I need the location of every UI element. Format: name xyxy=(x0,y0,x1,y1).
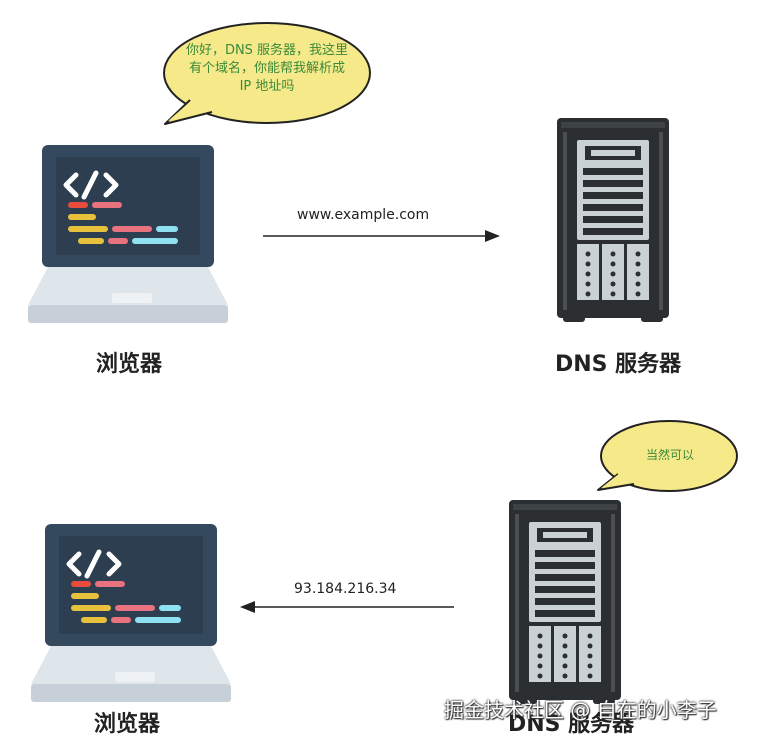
bottom-dns-server-icon xyxy=(509,500,621,704)
top-bubble-line1: 你好，DNS 服务器，我这里 xyxy=(185,43,349,58)
top-dns-server-icon xyxy=(557,118,669,322)
top-browser-label: 浏览器 xyxy=(96,352,163,377)
bottom-browser-label: 浏览器 xyxy=(94,712,161,737)
watermark: 掘金技术社区 @ 自在的小李子 xyxy=(444,698,717,722)
bottom-speech-bubble xyxy=(597,420,738,492)
top-bubble-line3: IP 地址吗 xyxy=(239,79,295,94)
request-arrow xyxy=(263,230,500,242)
top-bubble-line2: 有个域名，你能帮我解析成 xyxy=(188,61,345,76)
response-ip-label: 93.184.216.34 xyxy=(294,581,397,597)
top-bubble-text: 你好，DNS 服务器，我这里 有个域名，你能帮我解析成 IP 地址吗 xyxy=(166,42,368,96)
request-domain-label: www.example.com xyxy=(297,207,430,223)
top-browser-laptop-icon xyxy=(28,145,228,323)
bottom-bubble-text: 当然可以 xyxy=(645,448,694,462)
bottom-browser-laptop-icon xyxy=(31,524,231,702)
response-arrow xyxy=(240,601,454,613)
bottom-dns-server-label: DNS 服务器 xyxy=(508,712,635,737)
top-speech-bubble xyxy=(163,22,371,125)
top-dns-server-label: DNS 服务器 xyxy=(555,352,682,377)
